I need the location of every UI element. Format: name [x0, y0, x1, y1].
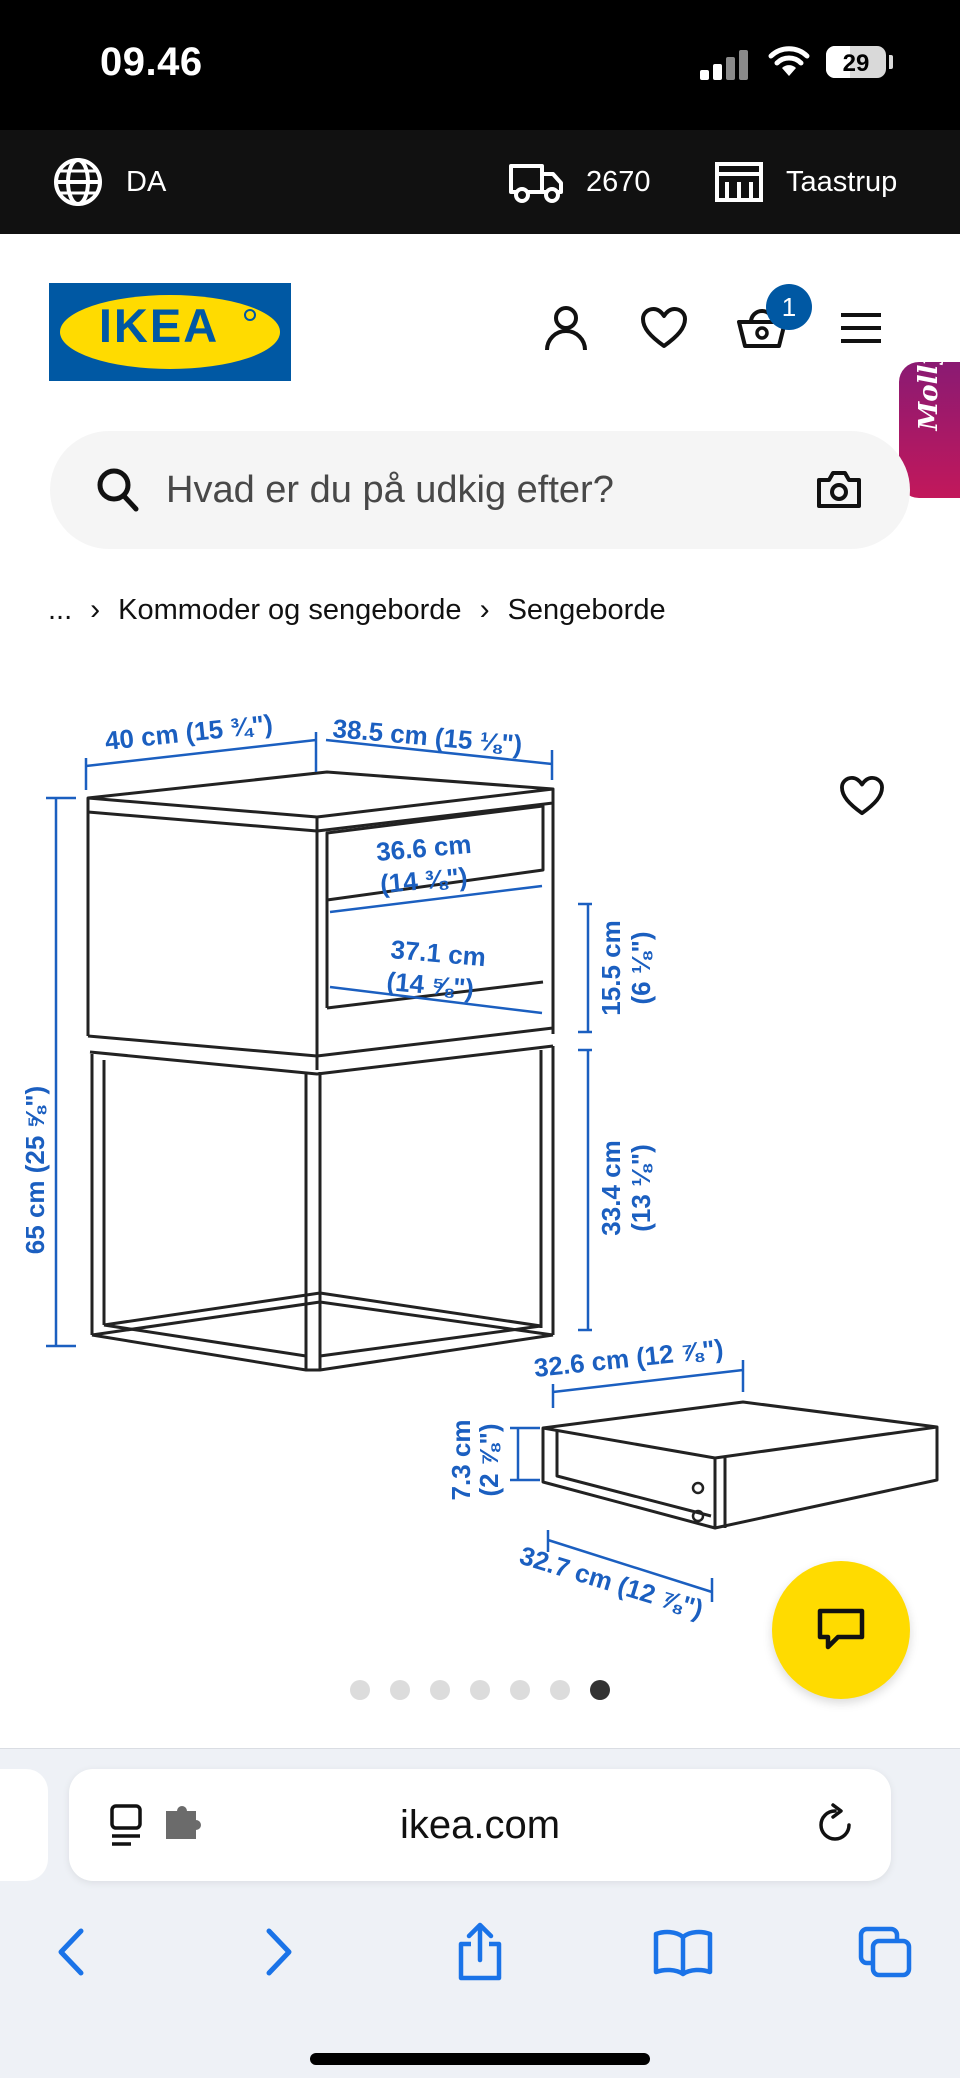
carousel-dot[interactable] — [390, 1680, 410, 1700]
dim-depth-label: 38.5 cm (15 ⅛") — [331, 713, 523, 759]
add-to-favourites-button[interactable] — [832, 766, 892, 826]
camera-icon[interactable] — [816, 469, 862, 509]
ikea-logo[interactable]: IKEA — [49, 283, 291, 381]
share-button[interactable] — [445, 1917, 515, 1987]
search-icon — [97, 468, 139, 512]
carousel-dot[interactable] — [470, 1680, 490, 1700]
carousel-dot[interactable] — [430, 1680, 450, 1700]
chat-button[interactable] — [772, 1561, 910, 1699]
heart-icon — [641, 307, 687, 348]
tabs-icon — [858, 1926, 912, 1978]
site-top-strip: DA 2670 Taastrup — [0, 130, 960, 234]
breadcrumb-item-sengeborde[interactable]: Sengeborde — [507, 593, 666, 626]
dim-drawer-height-in: (2 ⅞") — [474, 1423, 504, 1496]
search-bar[interactable] — [50, 431, 910, 549]
back-button[interactable] — [36, 1917, 106, 1987]
account-button[interactable] — [538, 300, 594, 356]
logo-text: IKEA — [98, 299, 220, 352]
address-bar[interactable]: ikea.com — [69, 1769, 891, 1881]
carousel-dot[interactable] — [350, 1680, 370, 1700]
chat-bubble-icon — [817, 1608, 865, 1650]
cart-count-badge: 1 — [766, 284, 812, 330]
reload-icon[interactable] — [813, 1803, 857, 1847]
safari-browser-chrome: ikea.com — [0, 1748, 960, 2078]
carousel-dot-active[interactable] — [590, 1680, 610, 1700]
zip-label: 2670 — [586, 165, 651, 198]
extension-puzzle-icon[interactable] — [163, 1805, 205, 1843]
forward-button[interactable] — [244, 1917, 314, 1987]
dim-open-space-height: 33.4 cm — [596, 1140, 626, 1235]
chevron-left-icon — [58, 1928, 84, 1976]
store-label: Taastrup — [786, 165, 898, 198]
url-text: ikea.com — [399, 1803, 561, 1847]
search-input[interactable] — [166, 431, 766, 549]
status-time: 09.46 — [100, 40, 203, 84]
tabs-button[interactable] — [850, 1917, 920, 1987]
carousel-pagination — [350, 1680, 610, 1700]
home-indicator — [310, 2053, 650, 2065]
bookmarks-button[interactable] — [648, 1917, 718, 1987]
wifi-icon — [768, 46, 810, 76]
chevron-right-icon: › — [90, 593, 101, 626]
carousel-dot[interactable] — [510, 1680, 530, 1700]
language-selector[interactable]: DA — [52, 130, 166, 234]
share-icon — [458, 1922, 502, 1981]
battery-icon: 29 — [826, 46, 886, 78]
reader-mode-icon[interactable] — [109, 1803, 149, 1847]
wishlist-button[interactable] — [636, 300, 692, 356]
molly-label: Molly — [914, 362, 944, 431]
breadcrumb: ... › Kommoder og sengeborde › Sengebord… — [48, 590, 666, 630]
dimension-drawing: 40 cm (15 ¾") 38.5 cm (15 ⅛") 65 cm (25 … — [20, 709, 939, 1624]
product-image-carousel[interactable]: 40 cm (15 ¾") 38.5 cm (15 ⅛") 65 cm (25 … — [0, 680, 960, 1700]
hamburger-menu-icon — [841, 313, 881, 343]
breadcrumb-ellipsis[interactable]: ... — [48, 593, 73, 626]
store-icon — [715, 162, 763, 202]
heart-icon — [840, 775, 884, 816]
molly-assistant-tab[interactable]: Molly — [899, 362, 960, 498]
book-icon — [653, 1929, 713, 1977]
previous-tab-preview[interactable] — [0, 1769, 48, 1881]
menu-button[interactable] — [833, 300, 889, 356]
carousel-dot[interactable] — [550, 1680, 570, 1700]
chevron-right-icon: › — [479, 593, 490, 626]
store-selector[interactable]: Taastrup — [714, 130, 897, 234]
dim-open-space-height-in: (13 ⅛") — [626, 1144, 656, 1231]
globe-icon — [54, 158, 102, 206]
truck-icon — [509, 164, 563, 203]
cellular-signal-icon — [700, 50, 750, 80]
dim-drawer-height: 7.3 cm — [446, 1420, 476, 1501]
breadcrumb-item-kommoder[interactable]: Kommoder og sengeborde — [118, 593, 462, 626]
language-label: DA — [126, 165, 167, 198]
battery-percentage: 29 — [842, 50, 870, 77]
ios-status-bar: 09.46 29 — [0, 0, 960, 130]
dim-drawer-width-1-in: (14 ⅜") — [379, 861, 469, 899]
delivery-zip-selector[interactable]: 2670 — [508, 130, 651, 234]
chevron-right-icon — [266, 1928, 292, 1976]
user-icon — [545, 306, 587, 351]
dim-height-label: 65 cm (25 ⅝") — [20, 1086, 50, 1254]
dim-compartment-height: 15.5 cm — [596, 920, 626, 1015]
dim-compartment-height-in: (6 ⅛") — [626, 931, 656, 1004]
